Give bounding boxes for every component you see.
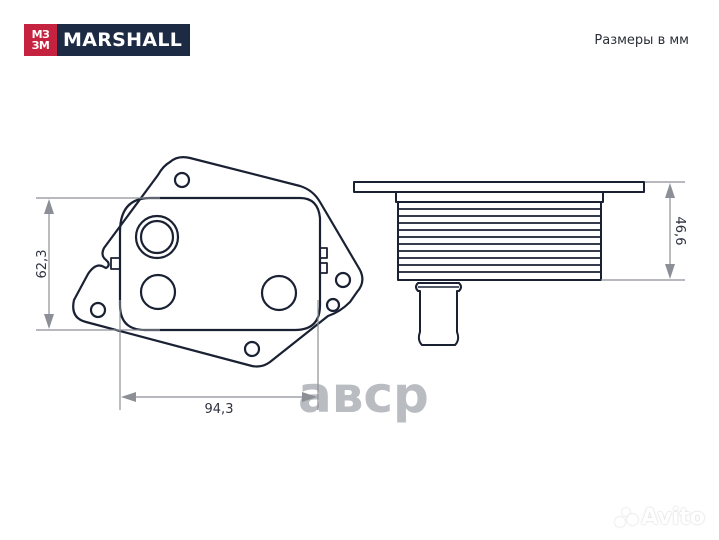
avito-text: Avito (641, 505, 705, 530)
watermark-avcp: aвcp (298, 366, 429, 424)
mount-hole-top (173, 171, 191, 189)
dimension-side-height-label: 46,6 (672, 217, 687, 246)
dimension-height-label: 62,3 (35, 250, 50, 279)
mount-hole-right-2 (325, 297, 341, 313)
mount-hole-left (89, 301, 107, 319)
side-fins (398, 208, 601, 273)
logo-mark-line-1: МЗ (31, 28, 50, 41)
port-top-inner (139, 219, 175, 255)
flange-outline (72, 156, 364, 368)
right-tab-2 (319, 262, 328, 274)
right-tab-1 (319, 247, 328, 259)
mount-hole-right-1 (334, 271, 352, 289)
side-collar (395, 192, 604, 203)
logo-brand-text: MARSHALL (57, 24, 191, 56)
top-view-dimensions (36, 197, 319, 410)
side-top-plate (353, 181, 645, 193)
port-top-outer (134, 214, 180, 260)
avito-dots-icon (615, 507, 639, 528)
watermark-avito: Avito (615, 505, 705, 530)
left-tab (110, 257, 121, 270)
logo-mark-icon: МЗ ЗМ (24, 24, 57, 56)
mount-hole-bottom (243, 340, 261, 358)
top-view (72, 156, 364, 368)
units-label: Размеры в мм (594, 33, 689, 48)
side-view-dimensions (601, 181, 685, 281)
logo-mark-line-2: ЗМ (31, 39, 50, 52)
marshall-logo: МЗ ЗМ MARSHALL (24, 24, 191, 56)
side-view (353, 181, 645, 346)
port-right (260, 274, 298, 312)
side-outlet-pipe (415, 282, 462, 346)
port-bottom-left (139, 273, 177, 311)
dimension-width-label: 94,3 (205, 402, 234, 417)
side-fin-stack (397, 201, 602, 281)
body-outline (118, 196, 322, 332)
